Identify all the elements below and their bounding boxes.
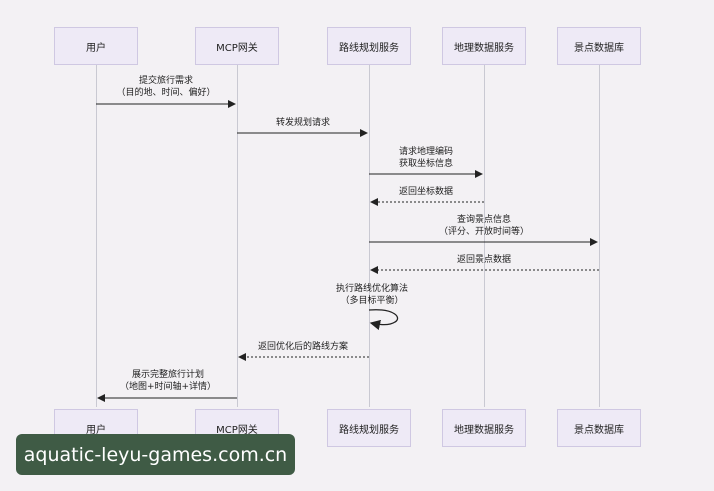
actor-top-poi-database: 景点数据库 [557, 27, 641, 65]
lifeline-route-service [369, 65, 370, 407]
actor-top-route-service: 路线规划服务 [327, 27, 411, 65]
message-label-show-plan: 展示完整旅行计划（地图+时间轴+详情） [119, 370, 217, 392]
arrow-self-optimize [368, 309, 399, 331]
actor-bottom-route-service: 路线规划服务 [327, 409, 411, 447]
message-label-forward: 转发规划请求 [275, 118, 331, 128]
actor-top-mcp-gateway: MCP网关 [195, 27, 279, 65]
message-label-query-poi: 查询景点信息（评分、开放时间等） [438, 215, 530, 237]
actor-bottom-geo-service: 地理数据服务 [442, 409, 526, 447]
lifeline-geo-service [484, 65, 485, 407]
lifeline-mcp-gateway [237, 65, 238, 407]
message-label-return-poi: 返回景点数据 [456, 255, 512, 265]
actor-top-geo-service: 地理数据服务 [442, 27, 526, 65]
watermark: aquatic-leyu-games.com.cn [16, 434, 295, 475]
actor-bottom-poi-database: 景点数据库 [557, 409, 641, 447]
message-label-submit: 提交旅行需求（目的地、时间、偏好） [116, 76, 216, 98]
message-label-optimize: 执行路线优化算法（多目标平衡） [335, 284, 409, 306]
message-label-geocode: 请求地理编码获取坐标信息 [398, 147, 454, 169]
lifeline-poi-database [599, 65, 600, 407]
lifeline-user [96, 65, 97, 407]
message-label-return-coordinates: 返回坐标数据 [398, 187, 454, 197]
actor-top-user: 用户 [54, 27, 138, 65]
message-label-return-route: 返回优化后的路线方案 [257, 342, 349, 352]
